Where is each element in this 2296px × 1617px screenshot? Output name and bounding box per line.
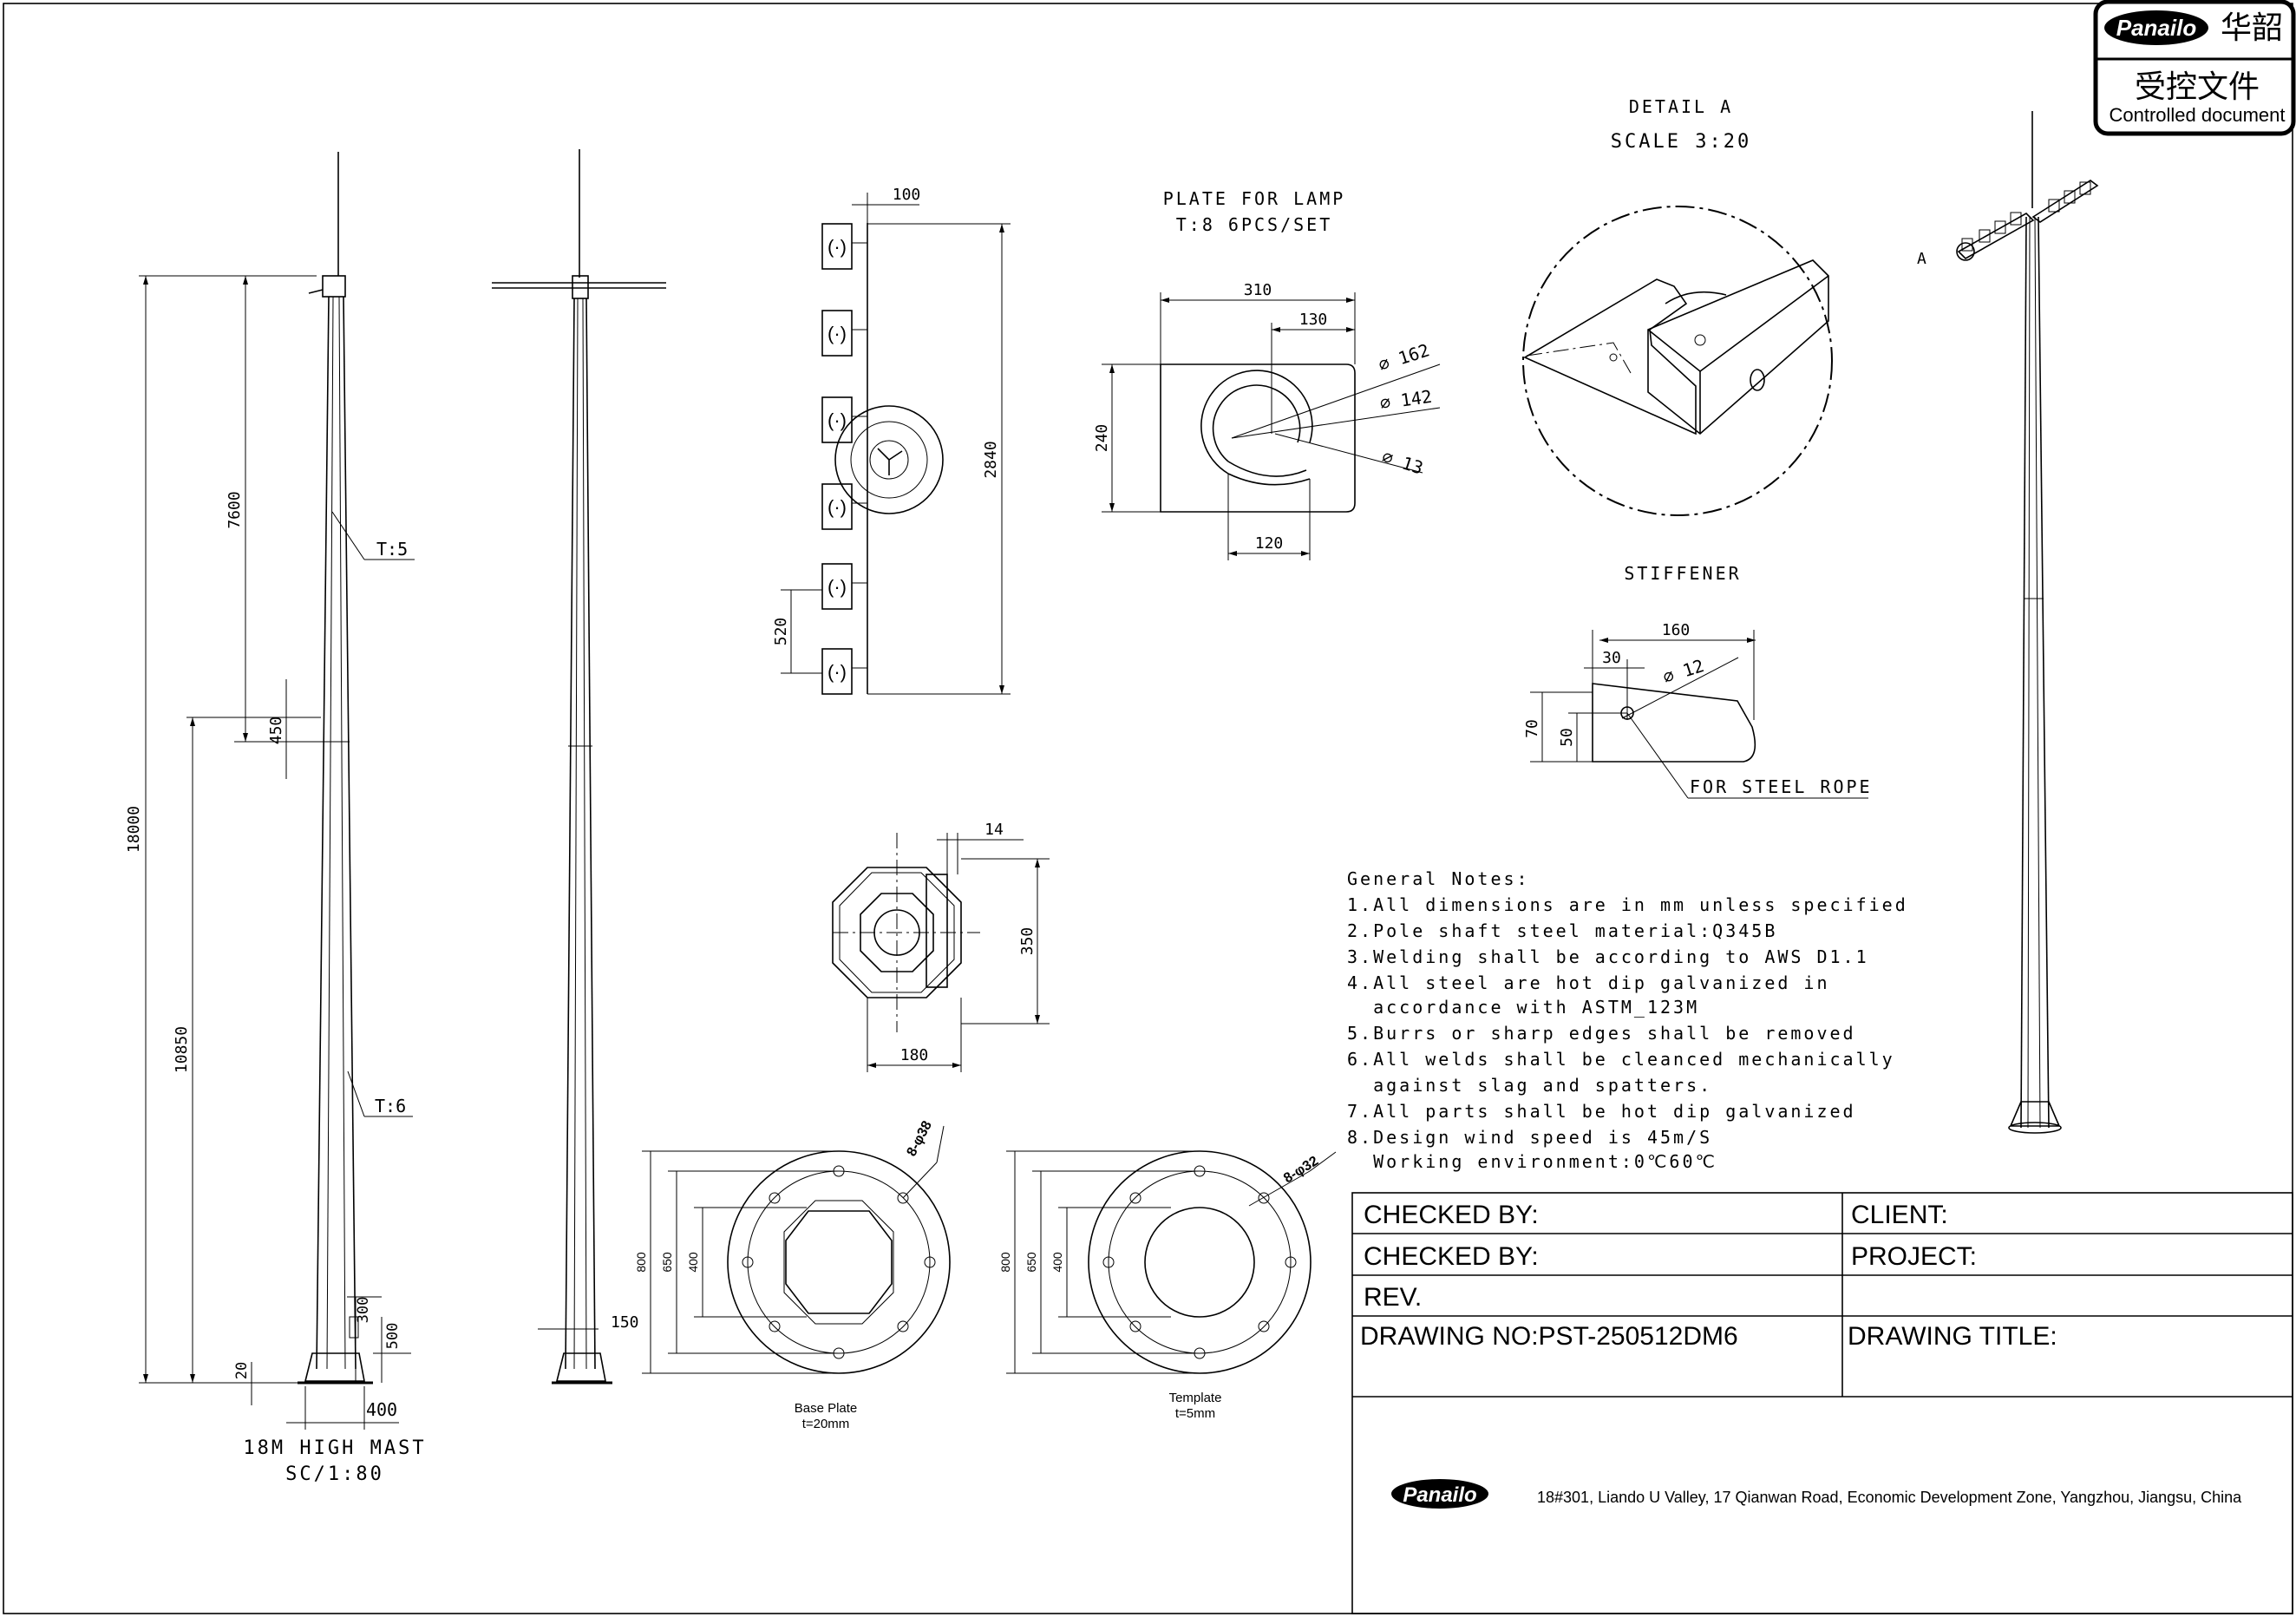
detail-a-scale: SCALE 3:20 — [1611, 131, 1751, 153]
notes-line-10: 8.Design wind speed is 45m/S — [1347, 1127, 1712, 1148]
dim-18000: 18000 — [125, 806, 143, 853]
stiffener: STIFFENER 160 30 70 50 ⌀ 12 FOR STEEL RO… — [1523, 563, 1873, 799]
notes-line-8: against slag and spatters. — [1347, 1075, 1712, 1096]
stamp-brand: Panailo — [2116, 15, 2197, 41]
dim-20: 20 — [233, 1362, 251, 1379]
dim-450: 450 — [267, 717, 285, 745]
notes-line-6: 5.Burrs or sharp edges shall be removed — [1347, 1023, 1856, 1044]
dim-310: 310 — [1244, 281, 1272, 299]
plate-for-lamp: PLATE FOR LAMP T:8 6PCS/SET 310 130 240 … — [1093, 188, 1441, 560]
template-dim-800: 800 — [998, 1252, 1012, 1273]
panailo-logo-oval — [2104, 10, 2208, 45]
section-view: 14 350 180 — [832, 821, 1050, 1072]
stamp-brand-cn: 华韶 — [2221, 10, 2283, 45]
dim-10850: 10850 — [173, 1026, 191, 1073]
controlled-document-stamp: Panailo 华韶 受控文件 Controlled document — [2093, 0, 2296, 136]
thickness-t5: T:5 — [376, 539, 408, 560]
svg-text:(·): (·) — [827, 576, 847, 598]
dim-130: 130 — [1299, 311, 1328, 329]
stamp-controlled-en: Controlled document — [2109, 104, 2285, 126]
base-holes: 8-φ38 — [905, 1118, 935, 1158]
dim-14: 14 — [984, 821, 1004, 839]
notes-line-11: Working environment:0℃60℃ — [1347, 1151, 1717, 1172]
dim-160: 160 — [1662, 621, 1691, 639]
detail-a: DETAIL A SCALE 3:20 — [1522, 96, 1833, 516]
lamp-arrangement-view: (·) (·) (·) (·) (·) (·) 100 2840 520 — [772, 186, 1011, 695]
base-dim-800: 800 — [634, 1252, 648, 1273]
svg-text:(·): (·) — [827, 661, 847, 683]
drawing-title-label: DRAWING TITLE: — [1848, 1322, 2057, 1351]
notes-line-3: 3.Welding shall be according to AWS D1.1 — [1347, 946, 1869, 967]
base-caption-1: Base Plate — [795, 1401, 858, 1416]
dim-520: 520 — [772, 618, 790, 646]
template-dim-650: 650 — [1024, 1252, 1038, 1273]
dim-30: 30 — [1602, 649, 1621, 667]
svg-text:(·): (·) — [827, 496, 847, 518]
notes-line-2: 2.Pole shaft steel material:Q345B — [1347, 920, 1777, 941]
base-plate: 800 650 400 8-φ38 Base Plate t=20mm — [634, 1118, 951, 1431]
notes-line-7: 6.All welds shall be cleanced mechanical… — [1347, 1049, 1895, 1070]
base-dim-650: 650 — [660, 1252, 674, 1273]
dim-400: 400 — [366, 1399, 397, 1420]
plate-subtitle: T:8 6PCS/SET — [1176, 214, 1333, 235]
steel-rope-label: FOR STEEL ROPE — [1690, 776, 1873, 797]
company-address: 18#301, Liando U Valley, 17 Qianwan Road… — [1537, 1489, 2242, 1506]
dim-240: 240 — [1093, 424, 1111, 453]
project-label: PROJECT: — [1851, 1242, 1977, 1271]
company-logo-oval — [1391, 1479, 1488, 1509]
plate-title: PLATE FOR LAMP — [1163, 188, 1346, 209]
dim-500: 500 — [384, 1323, 402, 1350]
dim-7600: 7600 — [226, 491, 244, 528]
notes-line-9: 7.All parts shall be hot dip galvanized — [1347, 1101, 1856, 1122]
dim-50: 50 — [1558, 728, 1576, 747]
notes-line-5: accordance with ASTM_123M — [1347, 997, 1699, 1018]
template-dim-400: 400 — [1050, 1252, 1064, 1273]
detail-a-marker: A — [1917, 250, 1926, 268]
dim-300: 300 — [355, 1297, 372, 1324]
pole-3d-view: A — [1917, 111, 2099, 1134]
notes-heading: General Notes: — [1347, 868, 1530, 889]
dim-350: 350 — [1018, 927, 1037, 956]
dim-120: 120 — [1255, 534, 1284, 553]
rev-label: REV. — [1364, 1283, 1422, 1312]
stiffener-title: STIFFENER — [1624, 563, 1741, 584]
phi-12: ⌀ 12 — [1660, 655, 1706, 688]
template-plate: 800 650 400 8-φ32 Template t=5mm — [998, 1150, 1337, 1421]
dim-100: 100 — [893, 186, 921, 204]
detail-a-title: DETAIL A — [1629, 96, 1733, 117]
mast-scale: SC/1:80 — [285, 1463, 384, 1485]
dim-150: 150 — [611, 1313, 639, 1332]
template-caption-2: t=5mm — [1175, 1406, 1215, 1421]
base-dim-400: 400 — [686, 1252, 700, 1273]
checked-by-2: CHECKED BY: — [1364, 1242, 1539, 1271]
client-label: CLIENT: — [1851, 1201, 1948, 1229]
notes-line-4: 4.All steel are hot dip galvanized in — [1347, 972, 1830, 993]
svg-text:(·): (·) — [827, 236, 847, 258]
template-holes: 8-φ32 — [1281, 1154, 1321, 1187]
sheet-border — [3, 3, 2293, 1614]
base-caption-2: t=20mm — [802, 1417, 850, 1431]
mast-side-view-2: 150 — [492, 149, 666, 1385]
drawing-number: DRAWING NO:PST-250512DM6 — [1360, 1322, 1738, 1351]
template-caption-1: Template — [1169, 1391, 1222, 1405]
dim-180: 180 — [900, 1046, 929, 1064]
phi-13: ⌀ 13 — [1379, 446, 1425, 479]
stamp-controlled-cn: 受控文件 — [2135, 69, 2260, 104]
mast-title: 18M HIGH MAST — [243, 1437, 426, 1459]
title-block: CHECKED BY: CHECKED BY: REV. DRAWING NO:… — [1351, 1192, 2293, 1614]
general-notes: General Notes: 1.All dimensions are in m… — [1347, 868, 1908, 1172]
dim-70: 70 — [1523, 719, 1541, 738]
thickness-t6: T:6 — [375, 1096, 406, 1116]
mast-side-view: 18000 7600 10850 450 T:5 T:6 300 500 20 — [125, 152, 426, 1485]
svg-text:(·): (·) — [827, 409, 847, 431]
notes-line-1: 1.All dimensions are in mm unless specif… — [1347, 894, 1908, 915]
svg-text:(·): (·) — [827, 323, 847, 344]
company-logo: Panailo — [1403, 1483, 1476, 1507]
dim-2840: 2840 — [982, 441, 1000, 478]
checked-by-1: CHECKED BY: — [1364, 1201, 1539, 1229]
